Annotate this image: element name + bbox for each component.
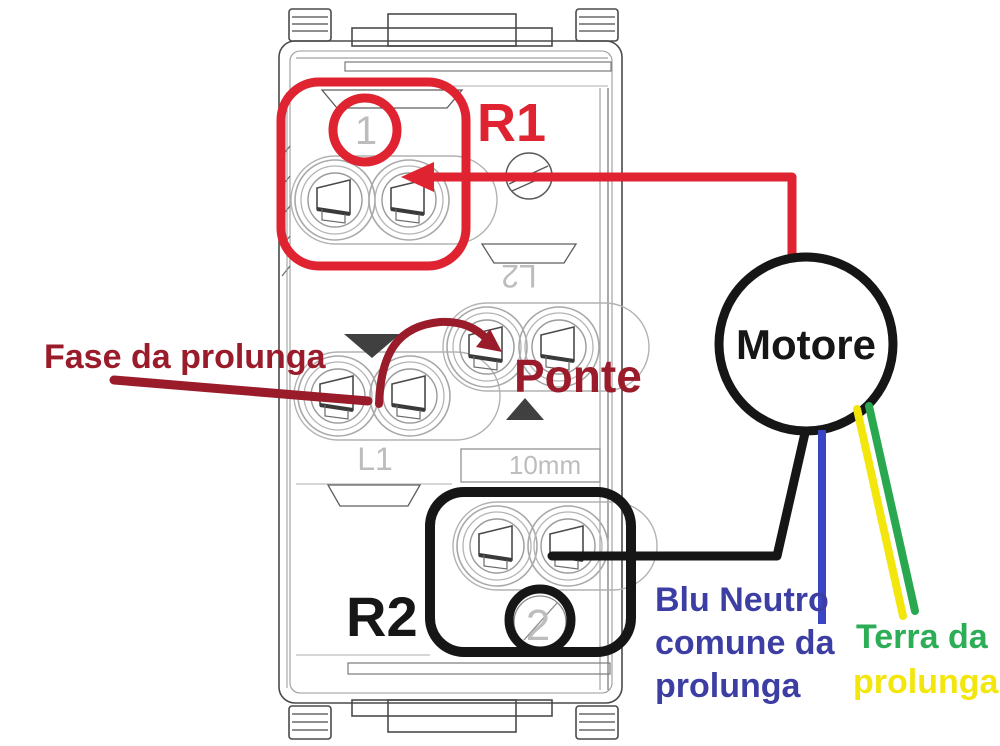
terminal-pair-top <box>290 155 498 245</box>
terminal-mark-2: 2 <box>526 601 550 650</box>
module-body-inner-outline <box>289 50 613 694</box>
label-gauge: 10mm <box>509 450 581 480</box>
fase-ponte-lines <box>109 317 491 408</box>
r1-terminal-circle <box>328 93 402 167</box>
label-ponte: Ponte <box>514 350 642 402</box>
label-blu-neutro-line2: comune da <box>655 624 836 662</box>
r2-annotations <box>425 428 810 657</box>
module-bottom-bar <box>347 662 611 675</box>
module-line-art <box>278 8 658 740</box>
red-wire-arrowhead <box>401 162 434 192</box>
ponte-bridge-arrow <box>375 317 491 408</box>
yellow-earth-wire <box>853 405 907 620</box>
terminal-bottom-left <box>455 504 539 588</box>
label-terra-prolunga: prolunga <box>853 663 1000 701</box>
module-bottom-tabs <box>288 699 619 740</box>
label-fase-da-prolunga: Fase da prolunga <box>44 338 327 376</box>
mid-trapezoid-tab <box>480 243 578 264</box>
green-earth-wire <box>865 402 919 615</box>
label-blu-neutro-line3: prolunga <box>655 667 802 705</box>
black-wire <box>547 428 810 561</box>
terminal-pair-l2 <box>442 302 650 392</box>
terminal-top-right <box>367 158 451 242</box>
module-body-outline <box>278 40 623 704</box>
label-r2: R2 <box>346 585 418 648</box>
ponte-arrowhead <box>476 329 502 352</box>
top-trapezoid-tab <box>320 89 464 109</box>
motore-circle <box>714 252 898 436</box>
terminal-mark-1: 1 <box>355 109 377 153</box>
label-l1: L1 <box>357 441 393 477</box>
label-blu-neutro-line1: Blu Neutro <box>655 581 829 619</box>
module-top-bar <box>344 61 612 72</box>
terminal-top-left <box>293 158 377 242</box>
fase-pointer-line <box>109 375 373 406</box>
up-arrow-marker <box>506 398 544 420</box>
label-r1: R1 <box>477 93 546 153</box>
r1-annotations <box>276 77 797 271</box>
red-wire <box>410 172 797 257</box>
terminal-bottom-right <box>526 504 610 588</box>
label-blu-neutro: Blu Neutro comune da prolunga <box>655 581 836 705</box>
down-arrow-marker <box>344 334 400 358</box>
r2-terminal-circle <box>504 584 576 656</box>
label-motore: Motore <box>736 321 876 368</box>
lower-trapezoid-tab <box>326 484 422 507</box>
label-terra-da: Terra da <box>856 618 989 656</box>
gauge-box <box>460 448 601 483</box>
label-l2: L2 <box>501 258 537 294</box>
